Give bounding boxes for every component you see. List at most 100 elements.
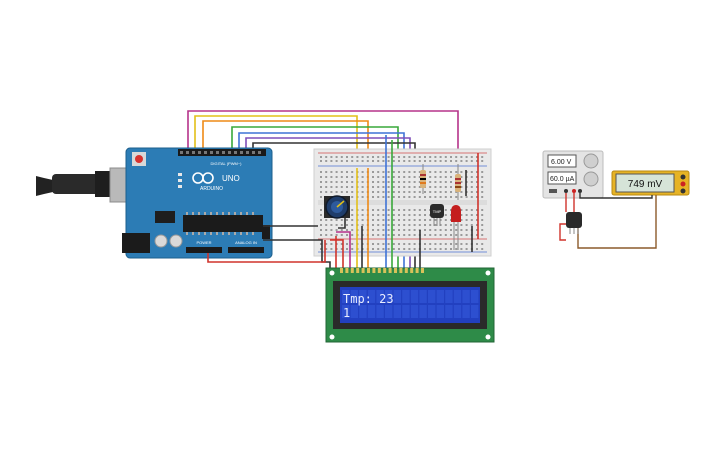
breadboard-hole[interactable] (361, 214, 364, 216)
breadboard-hole[interactable] (476, 224, 478, 226)
breadboard-hole[interactable] (470, 209, 473, 211)
breadboard-hole[interactable] (439, 243, 442, 245)
breadboard-hole[interactable] (398, 243, 400, 245)
breadboard-hole[interactable] (418, 181, 421, 183)
breadboard-hole[interactable] (439, 181, 442, 183)
breadboard-hole[interactable] (476, 160, 478, 162)
breadboard-hole[interactable] (413, 186, 416, 188)
breadboard-hole[interactable] (408, 234, 411, 236)
breadboard-hole[interactable] (320, 171, 322, 173)
breadboard-hole[interactable] (470, 224, 473, 226)
breadboard-hole[interactable] (470, 196, 473, 198)
breadboard-hole[interactable] (330, 156, 333, 158)
breadboard-hole[interactable] (481, 181, 484, 183)
breadboard-hole[interactable] (439, 248, 442, 250)
breadboard-hole[interactable] (413, 243, 416, 245)
breadboard-hole[interactable] (481, 219, 484, 221)
breadboard-hole[interactable] (320, 209, 322, 211)
breadboard-hole[interactable] (450, 229, 452, 231)
breadboard-hole[interactable] (408, 229, 411, 231)
resistor-2[interactable] (455, 164, 461, 200)
breadboard-hole[interactable] (403, 181, 406, 183)
breadboard-hole[interactable] (340, 160, 343, 162)
breadboard-hole[interactable] (439, 219, 442, 221)
breadboard-hole[interactable] (455, 229, 458, 231)
breadboard-hole[interactable] (476, 229, 478, 231)
breadboard-hole[interactable] (377, 171, 380, 173)
breadboard-hole[interactable] (465, 234, 468, 236)
breadboard-hole[interactable] (325, 160, 328, 162)
breadboard-hole[interactable] (346, 224, 348, 226)
breadboard-hole[interactable] (330, 181, 333, 183)
breadboard-hole[interactable] (372, 191, 374, 193)
breadboard-hole[interactable] (387, 219, 390, 221)
digital-pins[interactable] (180, 151, 261, 154)
breadboard-hole[interactable] (351, 234, 354, 236)
breadboard-hole[interactable] (377, 156, 380, 158)
wire-purple-top[interactable] (187, 110, 459, 168)
breadboard-hole[interactable] (340, 191, 343, 193)
breadboard-hole[interactable] (361, 160, 364, 162)
breadboard-hole[interactable] (408, 196, 411, 198)
breadboard-hole[interactable] (372, 214, 374, 216)
breadboard-hole[interactable] (346, 234, 348, 236)
breadboard-hole[interactable] (335, 171, 338, 173)
breadboard-hole[interactable] (408, 219, 411, 221)
wire-orange-top[interactable] (202, 120, 369, 168)
breadboard-hole[interactable] (387, 156, 390, 158)
breadboard-hole[interactable] (403, 229, 406, 231)
breadboard-hole[interactable] (387, 209, 390, 211)
lcd-pin[interactable] (350, 268, 354, 273)
breadboard-hole[interactable] (398, 196, 400, 198)
breadboard-hole[interactable] (444, 234, 447, 236)
breadboard-hole[interactable] (335, 219, 338, 221)
breadboard-hole[interactable] (444, 229, 447, 231)
lcd-module[interactable]: Tmp: 23 1 (325, 267, 495, 343)
breadboard-hole[interactable] (377, 181, 380, 183)
breadboard-hole[interactable] (481, 234, 484, 236)
breadboard-hole[interactable] (465, 219, 468, 221)
breadboard-hole[interactable] (434, 243, 437, 245)
breadboard-hole[interactable] (476, 196, 478, 198)
breadboard-hole[interactable] (398, 176, 400, 178)
breadboard-hole[interactable] (372, 224, 374, 226)
breadboard-hole[interactable] (439, 234, 442, 236)
breadboard-hole[interactable] (377, 248, 380, 250)
breadboard-hole[interactable] (444, 209, 447, 211)
breadboard-hole[interactable] (387, 196, 390, 198)
breadboard-hole[interactable] (403, 209, 406, 211)
current-knob[interactable] (583, 171, 599, 187)
breadboard-hole[interactable] (434, 224, 437, 226)
breadboard-hole[interactable] (476, 191, 478, 193)
breadboard-hole[interactable] (465, 209, 468, 211)
breadboard-hole[interactable] (460, 191, 463, 193)
breadboard-hole[interactable] (335, 176, 338, 178)
breadboard-hole[interactable] (465, 156, 468, 158)
breadboard-hole[interactable] (481, 196, 484, 198)
breadboard-hole[interactable] (325, 243, 328, 245)
breadboard-hole[interactable] (382, 186, 385, 188)
breadboard-hole[interactable] (418, 224, 421, 226)
breadboard-hole[interactable] (455, 191, 458, 193)
breadboard-hole[interactable] (361, 181, 364, 183)
breadboard-hole[interactable] (377, 196, 380, 198)
breadboard-hole[interactable] (413, 248, 416, 250)
breadboard-hole[interactable] (424, 160, 426, 162)
breadboard-hole[interactable] (460, 243, 463, 245)
breadboard-hole[interactable] (325, 219, 328, 221)
breadboard-hole[interactable] (429, 234, 432, 236)
breadboard-hole[interactable] (330, 224, 333, 226)
breadboard-hole[interactable] (424, 156, 426, 158)
breadboard-hole[interactable] (392, 191, 395, 193)
breadboard-hole[interactable] (444, 196, 447, 198)
temperature-sensor[interactable]: TMP (430, 204, 444, 226)
breadboard-hole[interactable] (476, 248, 478, 250)
breadboard-hole[interactable] (392, 248, 395, 250)
breadboard-hole[interactable] (377, 176, 380, 178)
breadboard-hole[interactable] (434, 181, 437, 183)
breadboard-hole[interactable] (398, 234, 400, 236)
breadboard-hole[interactable] (434, 196, 437, 198)
breadboard-hole[interactable] (387, 171, 390, 173)
breadboard-hole[interactable] (346, 181, 348, 183)
breadboard-hole[interactable] (392, 186, 395, 188)
